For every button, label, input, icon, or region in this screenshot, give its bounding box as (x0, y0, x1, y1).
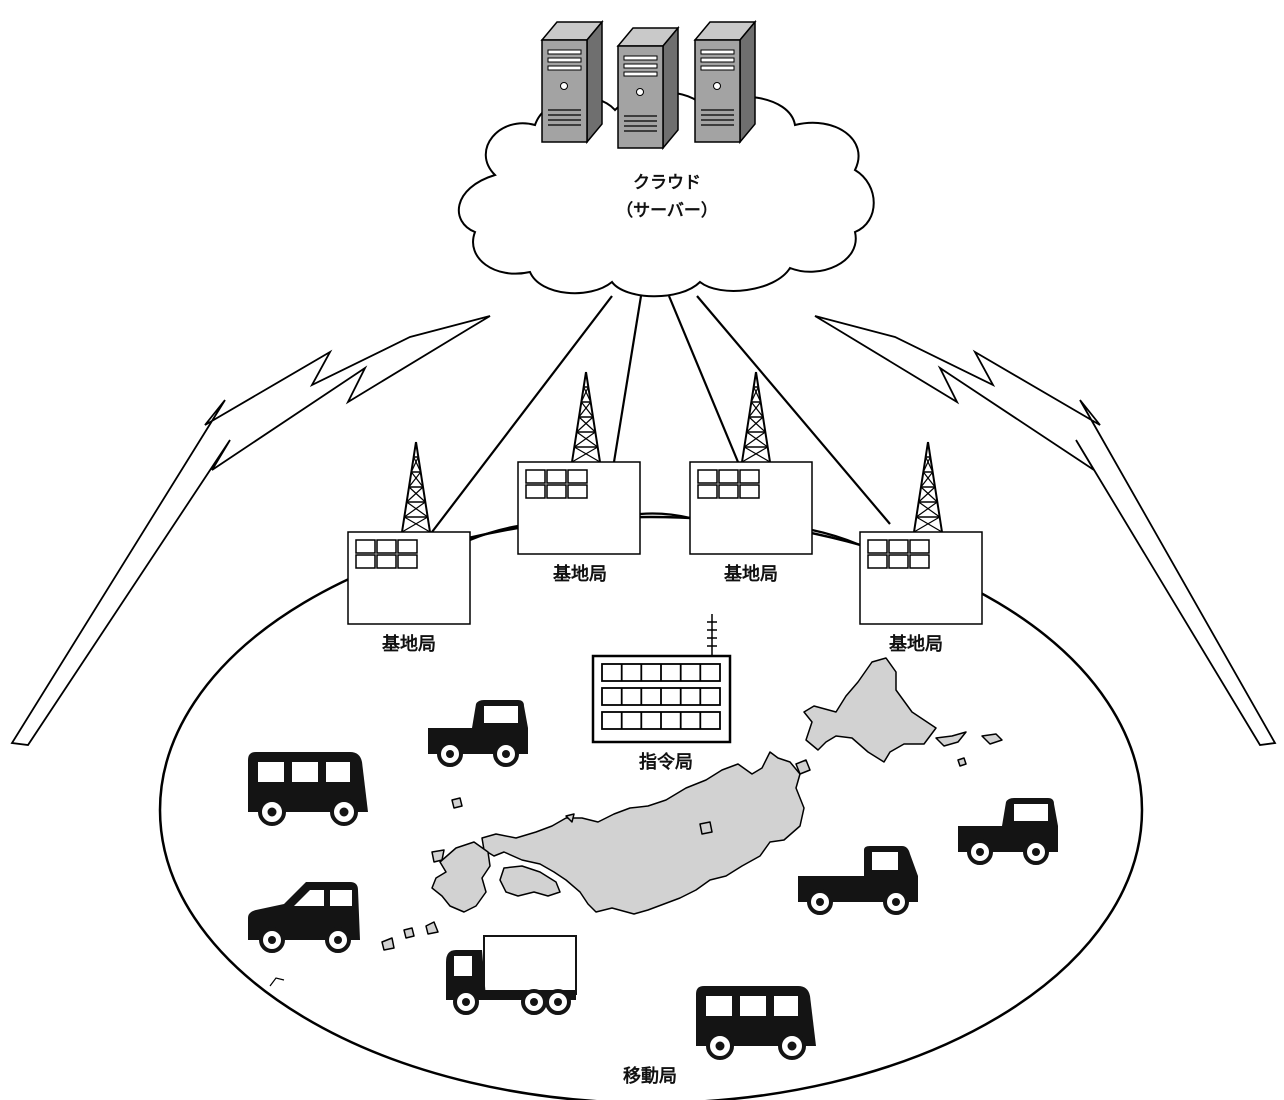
server-icon (617, 27, 679, 149)
antenna-tower-icon (741, 371, 771, 463)
antenna-tower-icon (913, 441, 943, 533)
building-icon (859, 531, 983, 625)
small-island-mark (269, 977, 285, 987)
base-station: 基地局 (689, 371, 813, 585)
command-station: 指令局 (591, 614, 732, 773)
base-station: 基地局 (859, 441, 983, 655)
backbone-links (431, 295, 891, 533)
server-icon (694, 21, 756, 143)
cloud-icon (457, 91, 875, 298)
japan-map-icon (381, 657, 1003, 951)
building-icon (347, 531, 471, 625)
mobile-station-label: 移動局 (623, 1065, 677, 1087)
base-station: 基地局 (517, 371, 641, 585)
building-icon (689, 461, 813, 555)
lightning-bolt-icon (814, 315, 1277, 746)
base-station-label: 基地局 (888, 633, 943, 655)
cloud-sublabel: （サーバー） (616, 200, 718, 221)
command-antenna-icon (707, 614, 717, 656)
lightning-bolt-icon (10, 315, 491, 746)
cloud-label: クラウド (633, 173, 701, 193)
base-station-label: 基地局 (552, 563, 607, 585)
antenna-tower-icon (401, 441, 431, 533)
antenna-tower-icon (571, 371, 601, 463)
station-ring (469, 512, 861, 547)
base-station: 基地局 (347, 441, 471, 655)
base-station-label: 基地局 (723, 563, 778, 585)
server-icon (541, 21, 603, 143)
building-icon (517, 461, 641, 555)
command-station-label: 指令局 (639, 751, 693, 773)
base-station-label: 基地局 (381, 633, 436, 655)
building-icon (591, 654, 732, 744)
